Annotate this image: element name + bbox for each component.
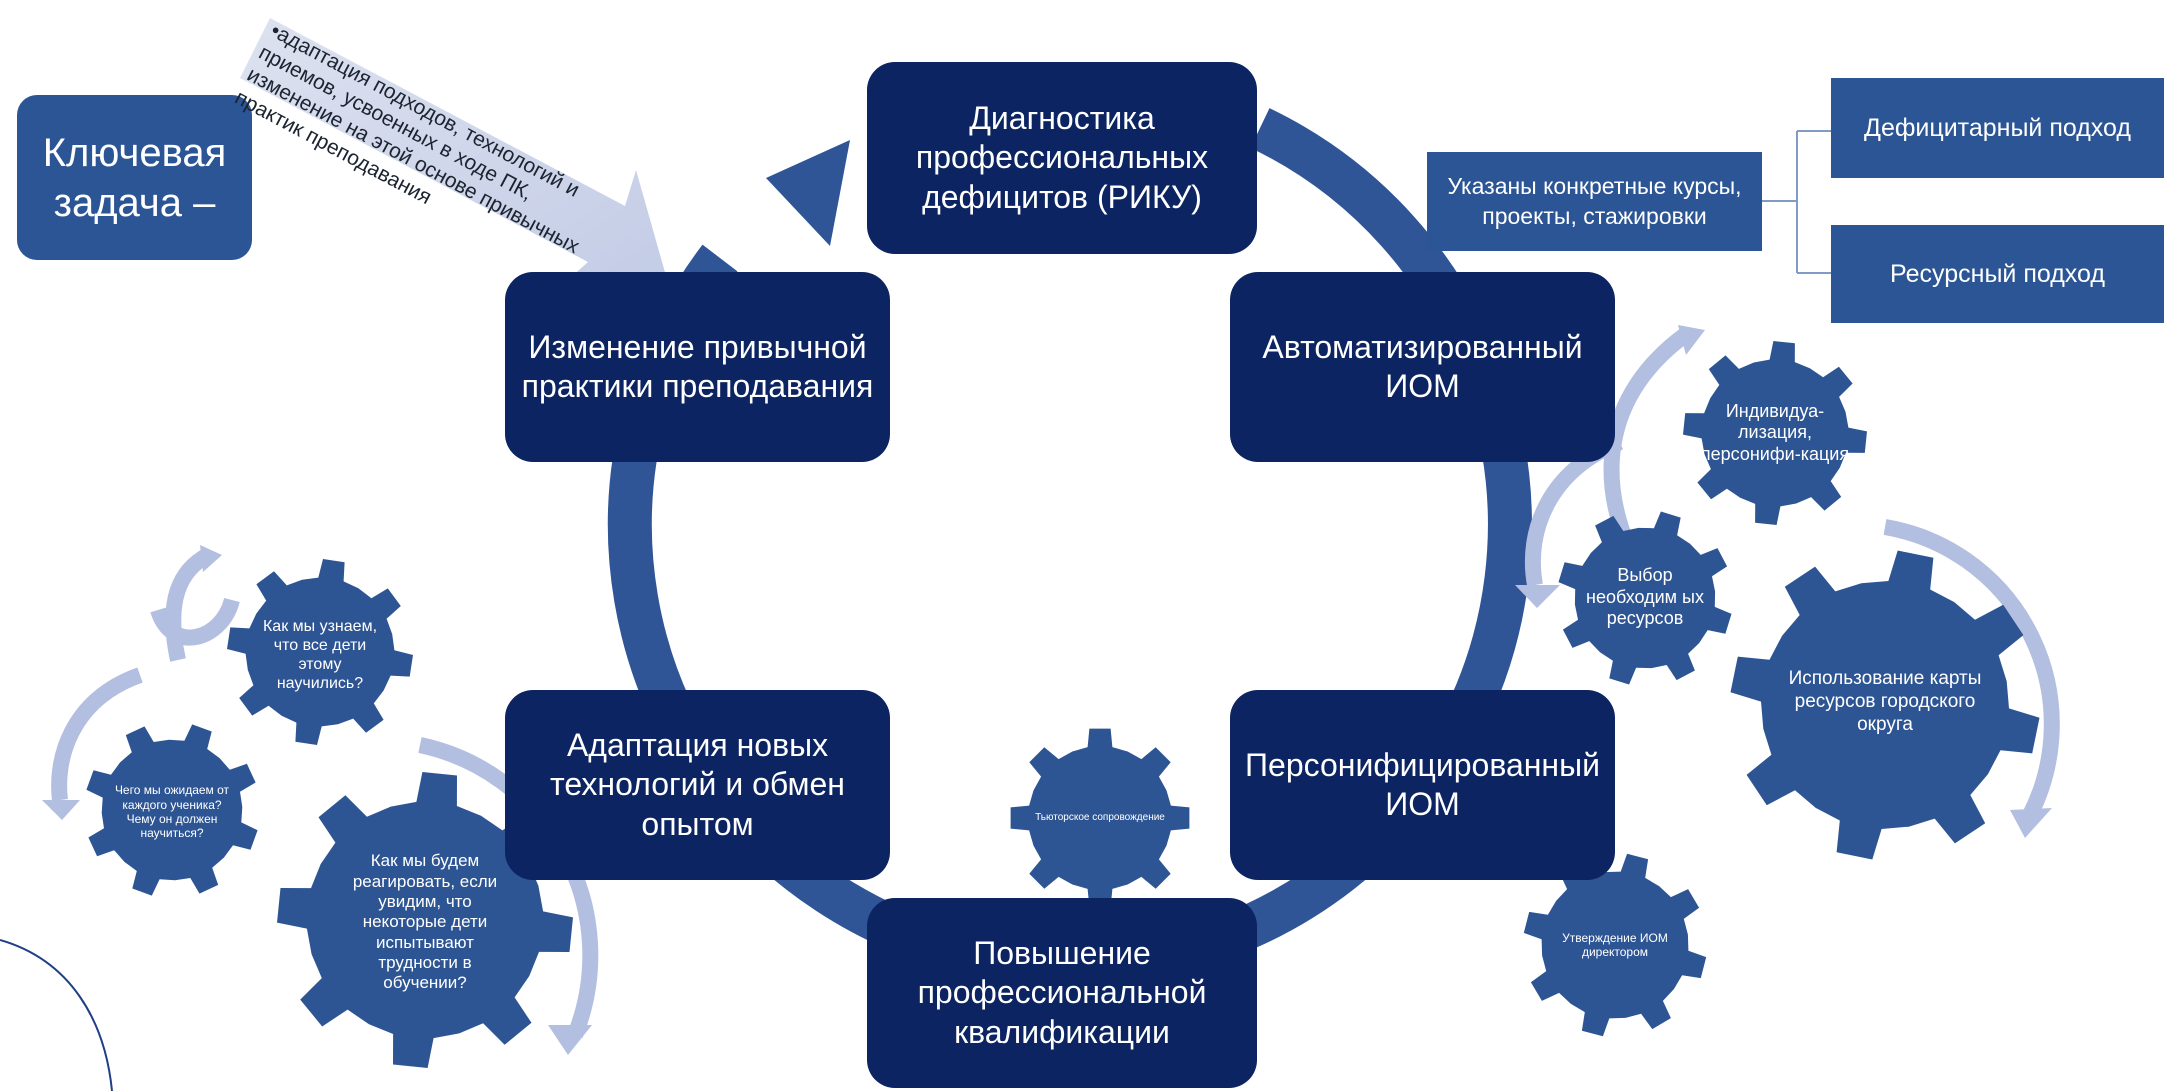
cycle-ring-arrowhead (766, 140, 850, 246)
gear-reaction-label: Как мы будем реагировать, если увидим, ч… (352, 851, 498, 993)
key-task-label: Ключевая задача – (42, 130, 227, 225)
decorative-arc (0, 939, 113, 1091)
stage-diagnostics-label: Диагностика профессиональных дефицитов (… (915, 100, 1209, 215)
gear-resource-choice: Выбор необходим ых ресурсов (1580, 545, 1710, 650)
deficit-approach-label: Дефицитарный подход (1864, 113, 2131, 142)
stage-personal-iom: Персонифицированный ИОМ (1230, 690, 1615, 880)
stage-personal-iom-label: Персонифицированный ИОМ (1245, 746, 1600, 822)
gear-expectations: Чего мы ожидаем от каждого ученика? Чему… (112, 762, 232, 862)
gear-shape-tutor-support (1010, 728, 1190, 908)
gear-tutor-support: Тьюторское сопровождение (1035, 795, 1165, 840)
gear-iom-approval: Утверждение ИОМ директором (1560, 915, 1670, 975)
gear-shape-city-resource-map (1730, 550, 2040, 860)
stage-auto-iom: Автоматизированный ИОМ (1230, 272, 1615, 462)
key-task-box: Ключевая задача – (17, 95, 252, 260)
courses-note-label: Указаны конкретные курсы, проекты, стажи… (1447, 172, 1742, 229)
stage-qualification: Повышение профессиональной квалификации (867, 898, 1257, 1088)
stage-change-practice: Изменение привычной практики преподавани… (505, 272, 890, 462)
gear-shape-individualization (1683, 341, 1867, 525)
gear-shape-iom-approval (1523, 853, 1707, 1037)
stage-qualification-label: Повышение профессиональной квалификации (917, 935, 1207, 1050)
gear-reaction: Как мы будем реагировать, если увидим, ч… (335, 840, 515, 1005)
courses-note-box: Указаны конкретные курсы, проекты, стажи… (1427, 152, 1762, 251)
gear-shape-how-know (227, 559, 413, 745)
gear-shape-reaction (277, 772, 573, 1068)
resource-approach-box: Ресурсный подход (1831, 225, 2164, 323)
stage-adaptation: Адаптация новых технологий и обмен опыто… (505, 690, 890, 880)
curved-arrow-left-upper (150, 597, 240, 646)
gear-shape-expectations (86, 724, 258, 896)
approaches-bracket (1762, 130, 1831, 274)
note-arrow-shape (240, 18, 670, 296)
curved-arrow-right-big (1883, 519, 2060, 819)
gear-tutor-support-label: Тьюторское сопровождение (1035, 811, 1165, 823)
gear-iom-approval-label: Утверждение ИОМ директором (1562, 930, 1668, 959)
gear-shape-resource-choice (1558, 511, 1732, 685)
gear-expectations-label: Чего мы ожидаем от каждого ученика? Чему… (114, 783, 230, 841)
gear-individualization: Индивидуа-лизация, персонифи-кация (1700, 378, 1850, 488)
gear-resource-choice-label: Выбор необходим ых ресурсов (1586, 565, 1704, 629)
gear-how-know: Как мы узнаем, что все дети этому научил… (255, 595, 385, 715)
gear-city-resource-map-label: Использование карты ресурсов городского … (1788, 668, 1982, 735)
curved-arrow-left-mid (51, 667, 143, 801)
stage-change-practice-label: Изменение привычной практики преподавани… (521, 328, 874, 404)
stage-adaptation-label: Адаптация новых технологий и обмен опыто… (550, 727, 845, 842)
deficit-approach-box: Дефицитарный подход (1831, 78, 2164, 178)
gear-individualization-label: Индивидуа-лизация, персонифи-кация (1700, 400, 1850, 464)
stage-auto-iom-label: Автоматизированный ИОМ (1262, 328, 1583, 404)
stage-diagnostics: Диагностика профессиональных дефицитов (… (867, 62, 1257, 254)
resource-approach-label: Ресурсный подход (1890, 259, 2105, 288)
gear-city-resource-map: Использование карты ресурсов городского … (1780, 660, 1990, 745)
gear-how-know-label: Как мы узнаем, что все дети этому научил… (262, 617, 378, 693)
